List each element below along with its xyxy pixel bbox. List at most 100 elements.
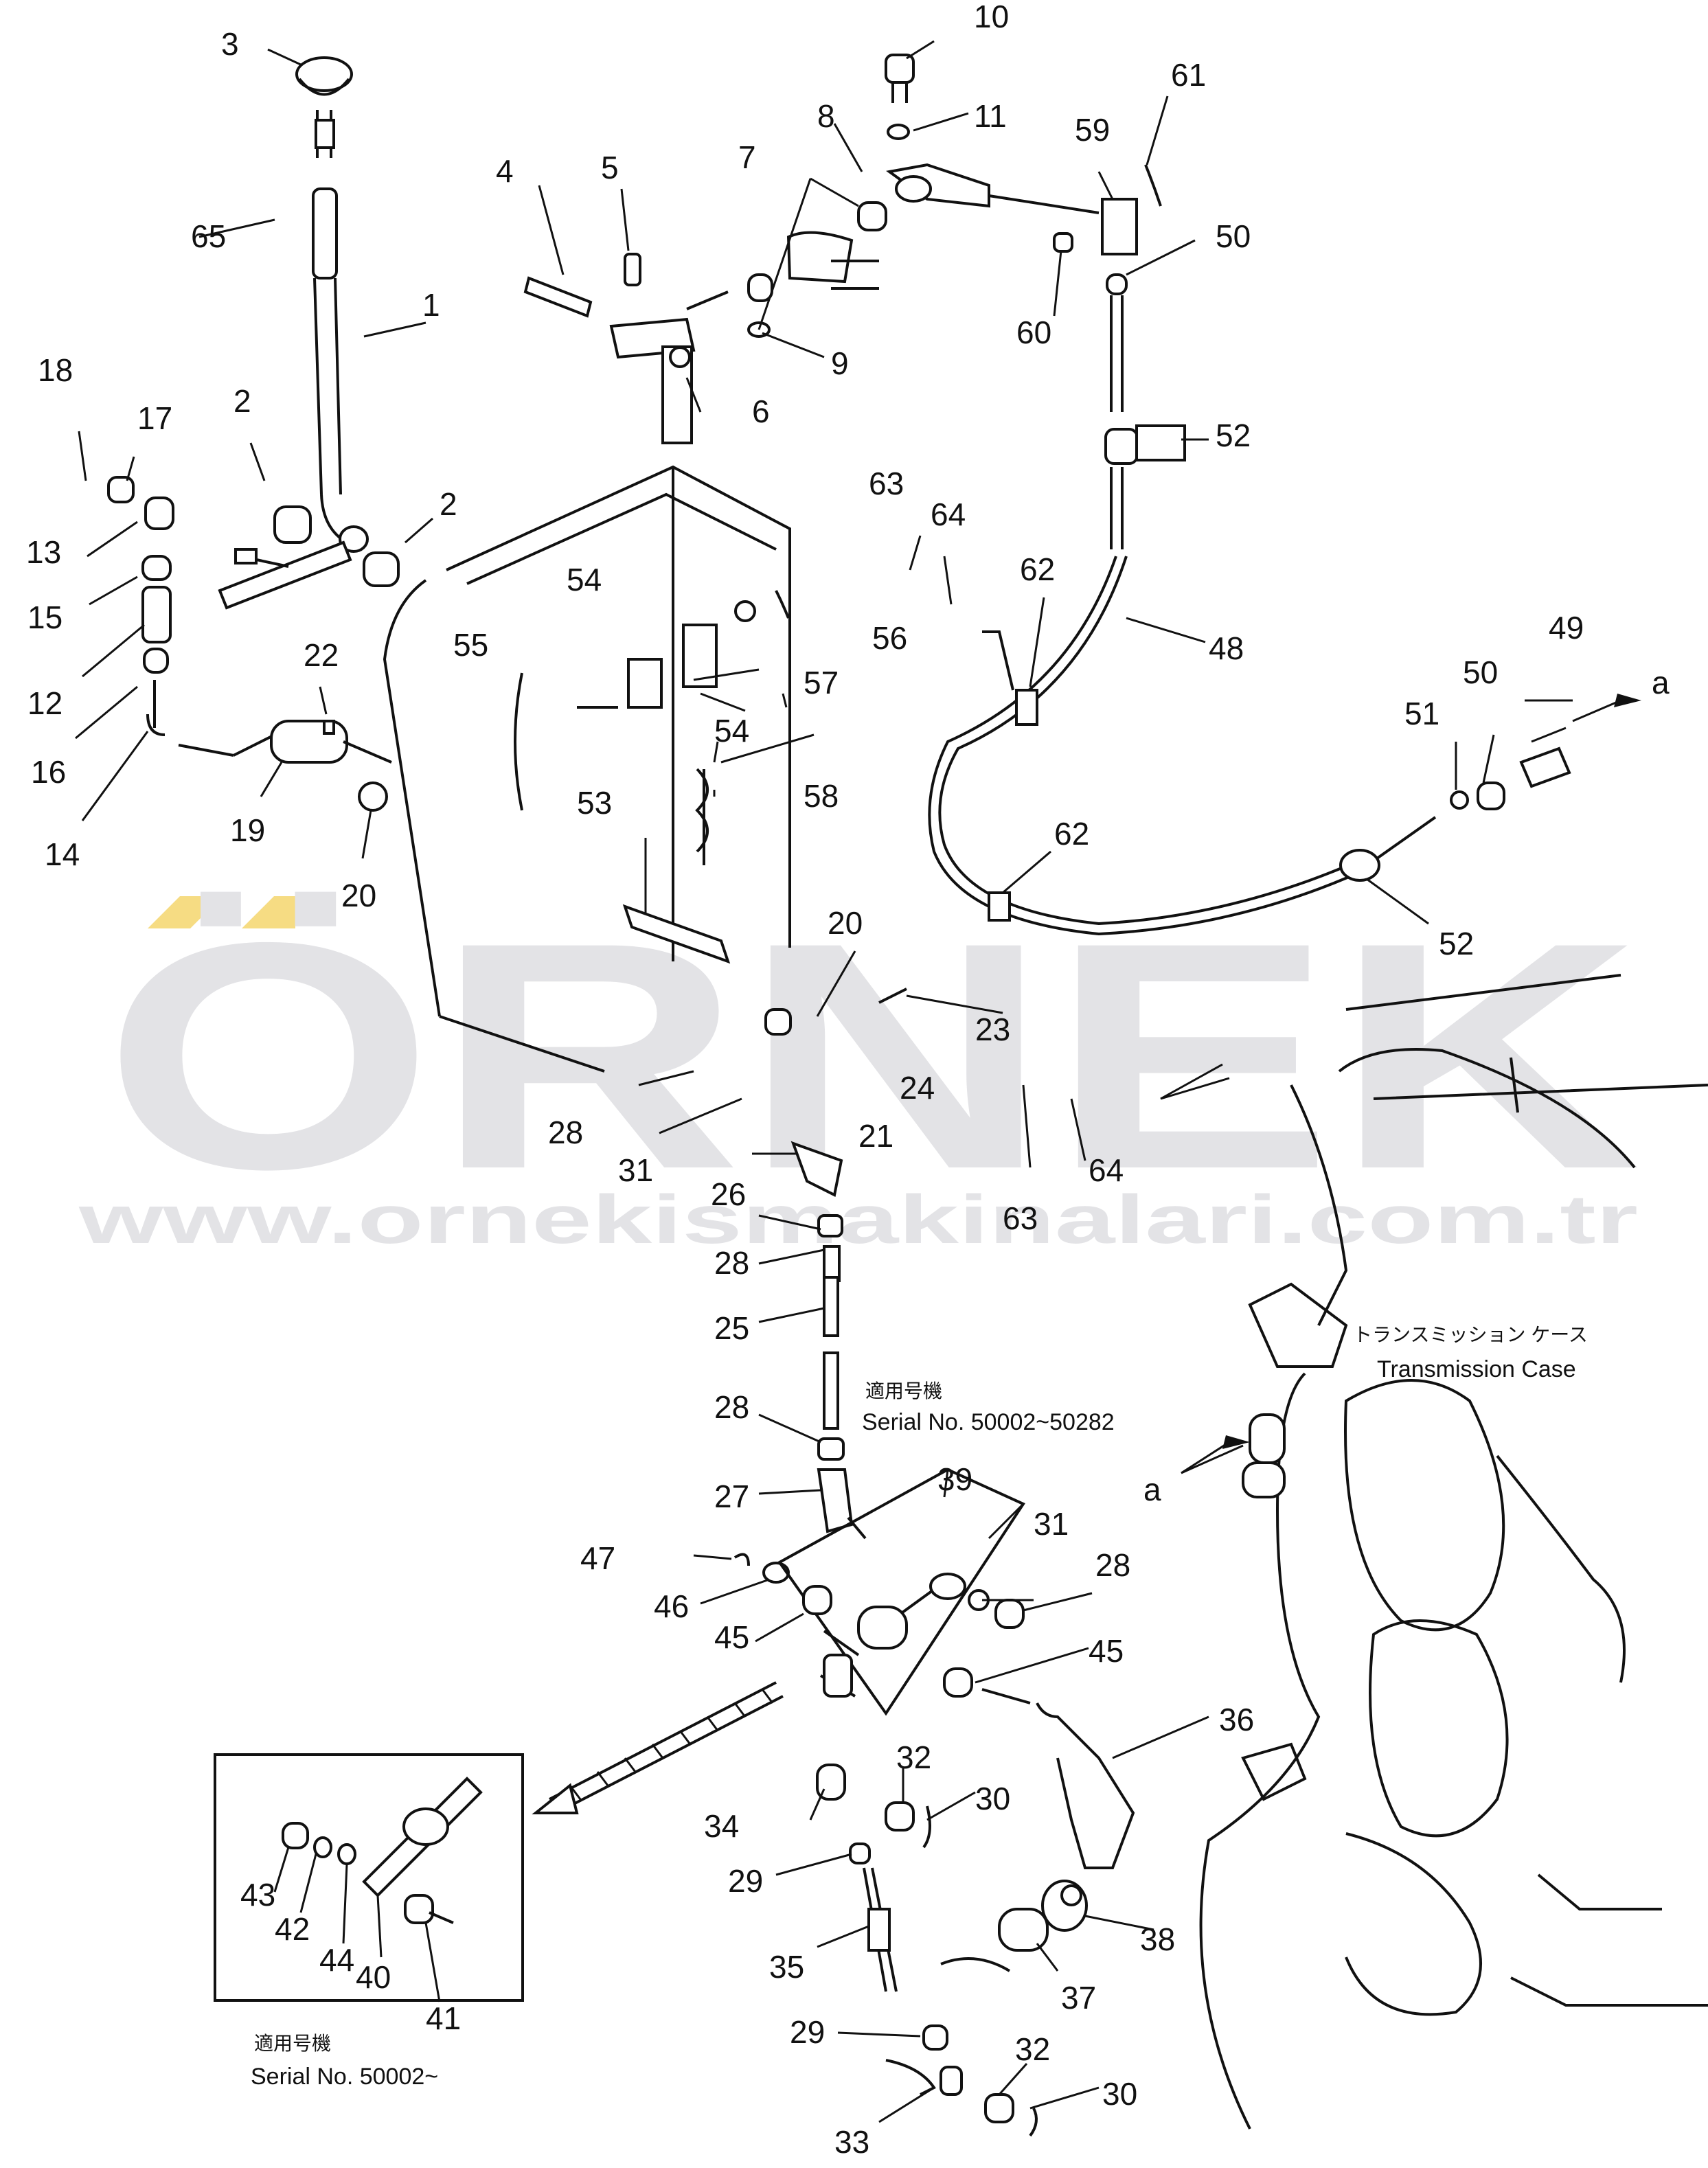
callout-1: 1 xyxy=(422,287,440,323)
callout-23: 23 xyxy=(975,1012,1010,1047)
callout-14: 14 xyxy=(45,836,80,872)
callout-32: 32 xyxy=(896,1739,931,1775)
shift-lever-assembly xyxy=(218,56,400,610)
callout-28: 28 xyxy=(714,1389,749,1425)
left-linkage xyxy=(78,431,392,812)
callout-54: 54 xyxy=(567,562,602,597)
watermark-logo: ÖRNEK xyxy=(103,876,1641,1236)
callout-30: 30 xyxy=(975,1781,1010,1816)
callout-53: 53 xyxy=(577,785,612,821)
callout-56: 56 xyxy=(872,620,907,656)
lower-lever-assembly xyxy=(733,1468,1135,1952)
detail-arrow xyxy=(532,1681,784,1814)
callout-58: 58 xyxy=(804,778,839,814)
callout-a-right: a xyxy=(1652,665,1670,700)
callout-40: 40 xyxy=(356,1959,391,1995)
callout-21: 21 xyxy=(858,1118,893,1154)
bottom-linkage xyxy=(816,1764,1038,2137)
callout-50: 50 xyxy=(1216,218,1251,254)
callout-11: 11 xyxy=(974,98,1007,134)
callout-31: 31 xyxy=(618,1152,653,1188)
control-cable xyxy=(928,273,1571,936)
callout-7: 7 xyxy=(738,139,756,175)
callout-4: 4 xyxy=(496,153,514,189)
callout-55: 55 xyxy=(453,627,488,663)
callout-45: 45 xyxy=(714,1619,749,1655)
callout-63: 63 xyxy=(869,466,904,501)
serial-note-2: Serial No. 50002~ xyxy=(251,2064,438,2090)
callout-51: 51 xyxy=(1404,696,1439,731)
callout-17: 17 xyxy=(137,400,172,436)
callout-27: 27 xyxy=(714,1479,749,1514)
callout-60: 60 xyxy=(1016,315,1051,350)
callout-61: 61 xyxy=(1171,57,1206,93)
callout-62: 62 xyxy=(1020,551,1055,587)
callout-49: 49 xyxy=(1549,610,1584,646)
callout-12: 12 xyxy=(27,685,62,721)
callout-16: 16 xyxy=(31,754,66,790)
callout-20: 20 xyxy=(341,878,376,913)
callout-36: 36 xyxy=(1219,1702,1254,1737)
callout-54: 54 xyxy=(714,713,749,749)
callout-42: 42 xyxy=(275,1911,310,1947)
callout-25: 25 xyxy=(714,1310,749,1346)
serial-note-2-jp: 適用号機 xyxy=(254,2033,331,2054)
callout-28: 28 xyxy=(1095,1547,1130,1583)
callout-33: 33 xyxy=(834,2124,869,2160)
upper-pivot-assembly xyxy=(523,54,1162,444)
callout-10: 10 xyxy=(974,0,1009,34)
callout-30: 30 xyxy=(1102,2076,1137,2112)
notes: 適用号機 Serial No. 50002~50282 適用号機 Serial … xyxy=(251,1324,1588,2090)
callout-39: 39 xyxy=(937,1461,972,1497)
callout-43: 43 xyxy=(240,1877,275,1913)
callout-57: 57 xyxy=(804,665,839,700)
callout-29: 29 xyxy=(790,2014,825,2050)
callout-28: 28 xyxy=(548,1115,583,1150)
callout-3: 3 xyxy=(221,26,239,62)
callout-18: 18 xyxy=(38,352,73,388)
callout-62: 62 xyxy=(1054,816,1089,852)
vertical-linkage xyxy=(790,1141,867,1540)
callout-52: 52 xyxy=(1216,418,1251,453)
callout-19: 19 xyxy=(230,812,265,848)
callout-37: 37 xyxy=(1061,1980,1096,2016)
callout-a-case: a xyxy=(1143,1472,1161,1507)
callout-34: 34 xyxy=(704,1808,739,1844)
callout-45: 45 xyxy=(1089,1633,1124,1669)
callout-29: 29 xyxy=(728,1863,763,1899)
direction-arrows xyxy=(1181,694,1641,1474)
callout-64: 64 xyxy=(1089,1152,1124,1188)
watermark-url: www.ornekismakinalari.com.tr xyxy=(78,1181,1638,1258)
callout-6: 6 xyxy=(752,393,770,429)
callout-44: 44 xyxy=(319,1942,354,1978)
callout-9: 9 xyxy=(831,345,849,381)
callout-38: 38 xyxy=(1140,1921,1175,1957)
callout-41: 41 xyxy=(426,2000,461,2036)
inset-box xyxy=(214,1753,524,2002)
callout-13: 13 xyxy=(26,534,61,570)
callout-2: 2 xyxy=(440,486,457,522)
callout-50: 50 xyxy=(1463,654,1498,690)
callout-64: 64 xyxy=(931,497,966,532)
callout-26: 26 xyxy=(711,1176,746,1212)
callout-8: 8 xyxy=(817,98,835,134)
callout-65: 65 xyxy=(191,218,226,254)
callout-20: 20 xyxy=(828,905,863,941)
leader-lines xyxy=(75,40,1573,2123)
mounting-bracket xyxy=(383,465,907,1073)
callout-31: 31 xyxy=(1034,1506,1069,1542)
callout-52: 52 xyxy=(1439,926,1474,961)
callout-47: 47 xyxy=(580,1540,615,1576)
callout-labels: 1 2 2 3 4 5 6 7 8 9 10 11 12 13 14 15 16… xyxy=(26,0,1670,2160)
transmission-case xyxy=(1199,974,1708,2130)
callout-28: 28 xyxy=(714,1245,749,1281)
callout-22: 22 xyxy=(304,637,339,673)
callout-63: 63 xyxy=(1003,1200,1038,1236)
callout-2: 2 xyxy=(234,383,251,419)
callout-5: 5 xyxy=(601,150,619,185)
watermark: ÖRNEK www.ornekismakinalari.com.tr xyxy=(78,876,1641,1258)
transmission-case-jp: トランスミッション ケース xyxy=(1353,1324,1588,1345)
serial-note-1-jp: 適用号機 xyxy=(865,1380,942,1402)
